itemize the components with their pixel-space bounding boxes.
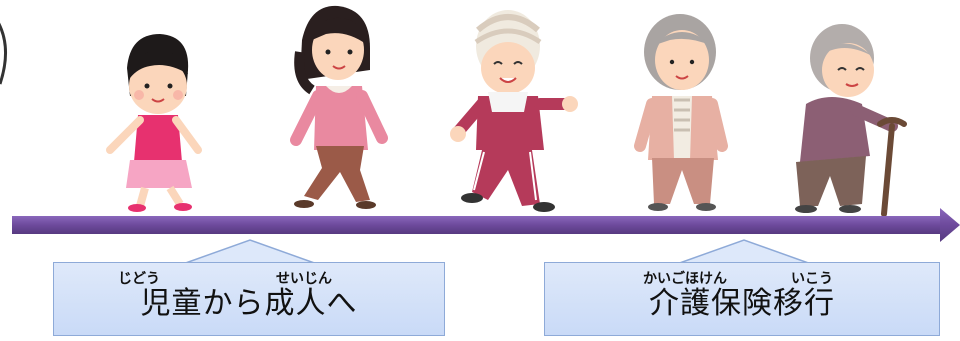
furigana-kaigohoken: かいごほけん [643,271,727,287]
walking-grandmother-icon [450,10,578,212]
young-woman-icon [290,5,388,209]
callout-text: 児童から成人へ [140,286,358,321]
edge-fragment [0,22,8,85]
elderly-woman-icon [634,14,728,211]
furigana-seijin: せいじん [276,271,332,287]
furigana-jidou: じどう [118,271,160,287]
timeline-arrow [12,208,960,242]
elderly-woman-with-cane-icon [795,24,907,217]
callout-care-insurance-transition: かいごほけん いこう 介護保険移行 [544,262,940,336]
callout-child-to-adult: じどう せいじん 児童から成人へ [53,262,445,336]
furigana-row: かいごほけん いこう [545,268,939,287]
life-stage-figures [106,5,907,217]
child-girl-icon [106,34,202,212]
furigana-row: じどう せいじん [54,268,444,287]
furigana-ikou: いこう [791,271,833,287]
callout-text: 介護保険移行 [649,286,835,321]
